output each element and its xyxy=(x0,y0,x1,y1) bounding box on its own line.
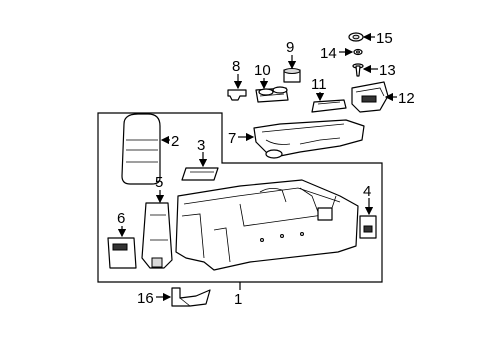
callout-4: 4 xyxy=(363,183,371,200)
pad-insert xyxy=(181,167,219,181)
callout-15: 15 xyxy=(376,30,393,47)
small-trim-box xyxy=(107,237,137,269)
callout-11: 11 xyxy=(311,76,327,93)
assembly-outline xyxy=(97,112,383,283)
callout-9: 9 xyxy=(286,39,294,56)
callout-12: 12 xyxy=(398,90,415,107)
storage-bin xyxy=(351,81,389,113)
callout-8: 8 xyxy=(232,58,240,75)
side-panel-bracket xyxy=(141,202,173,269)
callout-14: 14 xyxy=(320,45,337,62)
grommet xyxy=(348,32,364,42)
end-cap xyxy=(359,215,377,239)
mounting-bracket xyxy=(171,287,211,307)
plug-cap xyxy=(283,68,301,83)
console-body xyxy=(175,179,359,271)
screw xyxy=(352,63,364,77)
callout-3: 3 xyxy=(197,137,205,154)
armrest-lid xyxy=(121,113,161,185)
console-tray xyxy=(253,119,365,159)
callout-5: 5 xyxy=(155,174,163,191)
callout-13: 13 xyxy=(379,62,396,79)
callout-6: 6 xyxy=(117,210,125,227)
top-panel xyxy=(311,99,347,113)
callout-10: 10 xyxy=(254,62,271,79)
retaining-clip xyxy=(227,89,247,101)
callout-16: 16 xyxy=(137,290,154,307)
callout-7: 7 xyxy=(228,130,236,147)
washer xyxy=(353,48,363,56)
callout-1: 1 xyxy=(234,291,242,308)
callout-2: 2 xyxy=(171,133,179,150)
cup-holder xyxy=(255,86,289,103)
